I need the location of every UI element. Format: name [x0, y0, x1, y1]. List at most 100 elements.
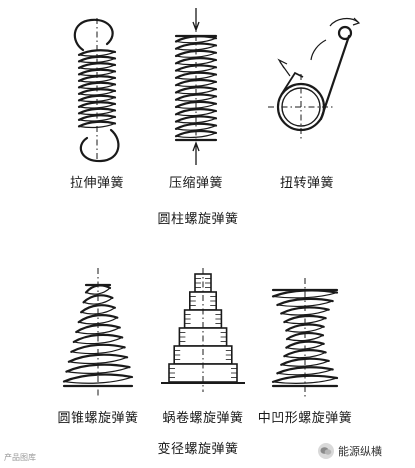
extension-coil: [77, 120, 117, 128]
barrel-coil: [283, 349, 327, 358]
conical-coil-back: [80, 307, 116, 315]
compression-coil-back: [175, 81, 217, 88]
compression-coil-back: [175, 74, 217, 80]
barrel-coil-back: [283, 317, 327, 325]
torsion-rotation-arrow-top: [329, 17, 359, 27]
torsion-fixed-leg: [280, 71, 304, 96]
barrel-coil: [285, 323, 325, 332]
volute-spring-drawing: [161, 268, 245, 392]
extension-coil: [77, 88, 117, 95]
extension-coil: [77, 68, 117, 76]
compression-coil-back: [175, 103, 217, 109]
compression-coil: [174, 115, 218, 123]
compression-coil: [174, 93, 218, 101]
barrel-coil: [271, 289, 339, 298]
cylindrical-group-label: 圆柱螺旋弹簧: [157, 212, 239, 227]
wechat-icon: [318, 443, 334, 459]
conical-coil-back: [82, 297, 114, 305]
extension-spring-label: 拉伸弹簧: [69, 176, 125, 191]
torsion-rotation-arrow-side: [310, 39, 327, 61]
compression-top-arrow: [192, 8, 200, 32]
conical-coil: [82, 294, 114, 304]
compression-coil: [174, 35, 218, 43]
compression-coil-back: [175, 125, 217, 131]
conical-coil-back: [78, 317, 118, 325]
extension-coil: [77, 81, 117, 89]
extension-bottom-hook: [79, 128, 120, 163]
conical-coil-back: [73, 336, 123, 345]
extension-coil-back: [78, 122, 116, 129]
compression-coil: [174, 78, 218, 87]
volute-spring-label: 蜗卷螺旋弹簧: [162, 411, 244, 426]
conical-coil: [65, 363, 131, 373]
conical-spring-label: 圆锥螺旋弹簧: [57, 411, 139, 426]
compression-coil: [174, 57, 218, 65]
torsion-leg-arrow: [277, 58, 291, 77]
watermark-right-text: 能源纵横: [338, 445, 382, 458]
compression-coil: [174, 108, 218, 116]
conical-coil: [67, 353, 129, 363]
extension-coil: [77, 62, 117, 69]
barrel-coil-back: [286, 334, 324, 342]
extension-coil: [77, 107, 117, 115]
compression-coil-back: [175, 132, 217, 139]
barrel-coil-back: [285, 343, 325, 350]
compression-coil-back: [175, 59, 217, 66]
compression-coil: [174, 129, 218, 138]
barrel-coil: [285, 340, 325, 349]
conical-coil-back: [65, 366, 131, 374]
barrel-spring-label: 中凹形螺旋弹簧: [257, 411, 353, 426]
extension-coil: [77, 75, 117, 82]
barrel-coil-back: [280, 360, 330, 367]
compression-coil: [174, 86, 218, 94]
conical-coil: [72, 333, 124, 344]
variable-diameter-group-label: 变径螺旋弹簧: [157, 442, 239, 457]
barrel-coil-back: [272, 291, 338, 299]
extension-coil: [77, 94, 117, 102]
compression-spring-drawing: [174, 8, 218, 165]
conical-coil-back: [68, 356, 128, 365]
barrel-spring-drawing: [271, 278, 339, 398]
barrel-coil-back: [276, 300, 334, 308]
barrel-coil-back: [280, 309, 330, 316]
conical-coil: [70, 343, 126, 353]
compression-coil: [174, 71, 218, 79]
extension-coil: [77, 114, 117, 121]
torsion-arm-eye: [337, 25, 353, 41]
barrel-coil: [271, 374, 339, 383]
conical-coil: [77, 314, 119, 324]
barrel-coil: [280, 306, 330, 315]
torsion-arm: [319, 34, 351, 121]
compression-coil-back: [175, 44, 217, 51]
compression-coil: [174, 100, 218, 109]
torsion-arrow-head-top: [352, 17, 361, 26]
conical-coil-back: [75, 326, 121, 335]
compression-coil: [174, 64, 218, 72]
watermark-right: 能源纵横: [318, 443, 382, 459]
barrel-coil-back: [285, 326, 325, 333]
conical-coil: [75, 323, 121, 334]
compression-coil: [174, 122, 218, 130]
compression-coil-back: [175, 88, 217, 95]
conical-coil-back: [63, 376, 133, 384]
torsion-spring-drawing: [268, 17, 361, 140]
extension-coil: [77, 101, 117, 108]
compression-coil: [174, 42, 218, 50]
barrel-coil: [285, 331, 325, 341]
compression-coil-back: [175, 66, 217, 73]
barrel-coil: [276, 297, 334, 307]
barrel-coil-back: [272, 377, 338, 384]
compression-coil: [174, 49, 218, 58]
extension-coil: [77, 55, 117, 63]
conical-coil: [62, 373, 134, 383]
extension-coil: [77, 49, 117, 56]
barrel-coil: [280, 357, 330, 366]
compression-spring-label: 压缩弹簧: [168, 176, 224, 191]
extension-spring-drawing: [73, 18, 120, 163]
conical-coil: [80, 304, 116, 314]
compression-bottom-arrow: [192, 141, 200, 165]
compression-coil-back: [175, 95, 217, 102]
barrel-coil: [276, 366, 334, 375]
extension-top-hook: [73, 18, 114, 52]
